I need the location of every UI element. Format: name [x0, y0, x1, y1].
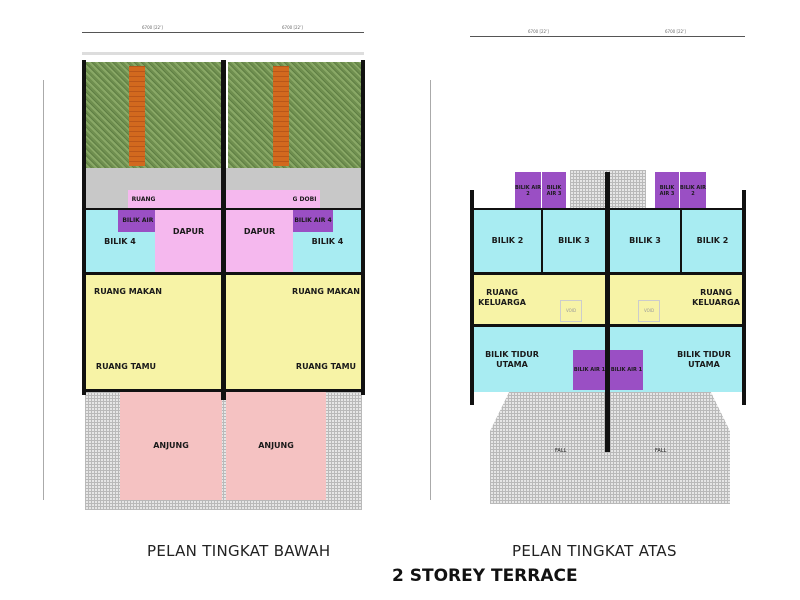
dapur-right: DAPUR — [226, 190, 293, 273]
ruang-tamu-right: RUANG TAMU — [295, 362, 357, 372]
bilik-air-2-left: BILIK AIR 2 — [515, 172, 541, 209]
boundary-line — [82, 52, 364, 55]
wall — [474, 272, 742, 275]
garden-path — [129, 66, 145, 166]
front-roof — [490, 392, 730, 504]
dimension-line — [82, 32, 364, 33]
wall — [474, 324, 742, 327]
living-dining-right — [226, 275, 362, 390]
dimension-label: 6700 [22'] — [142, 25, 163, 30]
drawing-title: 2 STOREY TERRACE — [392, 566, 578, 586]
bilik-air-1-left: BILIK AIR 1 — [573, 350, 606, 390]
wall — [85, 389, 362, 392]
wall — [541, 210, 543, 272]
fall-label: FALL — [555, 448, 567, 454]
fall-label: FALL — [655, 448, 667, 454]
void-left: VOID — [560, 300, 582, 322]
bilik-air-4-right: BILIK AIR 4 — [293, 210, 333, 232]
ground-floor-plan: 6700 [22'] 6700 [22'] RUANG DOBI RUANG D… — [0, 0, 400, 560]
ruang-keluarga-left: RUANG KELUARGA — [478, 288, 526, 307]
outer-wall — [742, 190, 746, 405]
outer-wall — [361, 60, 365, 395]
void-right: VOID — [638, 300, 660, 322]
ground-floor-caption: PELAN TINGKAT BAWAH — [147, 542, 331, 560]
bilik-3-left: BILIK 3 — [543, 210, 605, 272]
family-area-left — [474, 275, 605, 325]
wall — [680, 210, 682, 272]
side-dimension-line — [430, 80, 431, 500]
back-garden-left — [85, 62, 221, 168]
ruang-makan-right: RUANG MAKAN — [292, 287, 360, 297]
bilik-air-3-right: BILIK AIR 3 — [655, 172, 679, 209]
wall — [474, 208, 742, 210]
ruang-tamu-left: RUANG TAMU — [95, 362, 157, 372]
party-wall — [605, 172, 610, 452]
bilik-2-left: BILIK 2 — [474, 210, 541, 272]
wall — [85, 272, 362, 275]
side-dimension-line — [43, 80, 44, 500]
bilik-air-4-left: BILIK AIR 4 — [118, 210, 164, 232]
dapur-left: DAPUR — [155, 190, 222, 273]
bilik-3-right: BILIK 3 — [610, 210, 680, 272]
outer-wall — [470, 190, 474, 405]
ruang-keluarga-right: RUANG KELUARGA — [692, 288, 740, 307]
first-floor-caption: PELAN TINGKAT ATAS — [512, 542, 677, 560]
wall — [85, 208, 362, 210]
bilik-2-right: BILIK 2 — [682, 210, 743, 272]
dimension-line — [470, 36, 745, 37]
party-wall — [221, 60, 226, 400]
first-floor-plan: 6700 [22'] 6700 [22'] BILIK AIR 2 BILIK … — [430, 29, 746, 560]
family-area-right — [610, 275, 743, 325]
dimension-label: 6700 [22'] — [528, 29, 549, 34]
garden-path — [273, 66, 289, 166]
back-garden-right — [228, 62, 362, 168]
outer-wall — [82, 60, 86, 395]
living-dining-left — [85, 275, 222, 390]
anjung-right: ANJUNG — [226, 392, 326, 500]
dimension-label: 6700 [22'] — [282, 25, 303, 30]
bilik-air-3-left: BILIK AIR 3 — [542, 172, 566, 209]
dimension-label: 6700 [22'] — [665, 29, 686, 34]
bilik-air-2-right: BILIK AIR 2 — [680, 172, 706, 209]
anjung-left: ANJUNG — [120, 392, 222, 500]
bilik-air-1-right: BILIK AIR 1 — [610, 350, 643, 390]
ruang-makan-left: RUANG MAKAN — [94, 287, 162, 297]
